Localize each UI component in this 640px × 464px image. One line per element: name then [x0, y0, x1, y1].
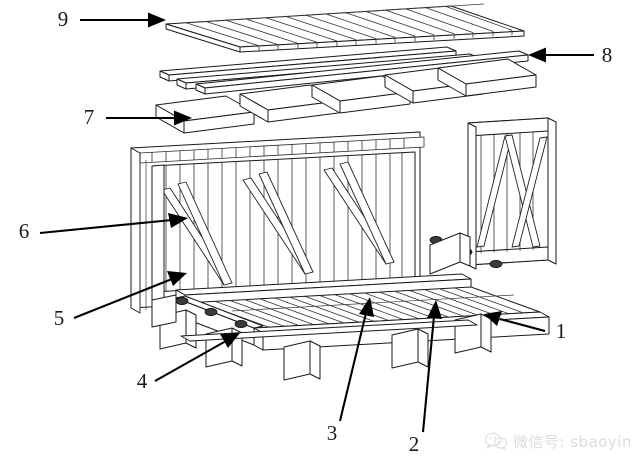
callout-label-9: 9	[58, 7, 69, 31]
part-top-cross-beam-group	[155, 58, 537, 134]
callout-leader-group	[39, 12, 594, 433]
part-bolt-fastener	[234, 320, 248, 328]
part-end-panel-diagonal-brace	[476, 134, 548, 248]
part-bolt-fastener-group	[175, 297, 248, 328]
callout-leader-8	[528, 47, 594, 63]
callout-label-7: 7	[84, 105, 95, 129]
part-bolt-fastener	[175, 297, 189, 305]
callout-leader-1	[484, 311, 546, 333]
callout-label-6: 6	[19, 219, 30, 243]
callout-label-5: 5	[54, 306, 65, 330]
callout-leader-3	[338, 297, 374, 422]
part-side-panel-diagonal-brace	[161, 161, 395, 286]
part-top-long-rail-group	[159, 46, 529, 95]
callout-leader-9	[80, 12, 166, 28]
callout-label-8: 8	[602, 43, 613, 67]
part-bolt-fastener	[204, 308, 218, 316]
callout-leader-6	[39, 213, 188, 235]
callout-label-4: 4	[137, 369, 148, 393]
part-pallet-foot-block	[454, 313, 492, 354]
part-pallet-foot-block	[151, 294, 177, 328]
callout-label-group: 9 8 7 6 5 4 3 2 1	[19, 7, 613, 456]
callout-label-2: 2	[409, 432, 420, 456]
part-pallet-foot-block-group	[151, 294, 492, 381]
callout-leader-5	[73, 271, 187, 319]
callout-label-1: 1	[556, 319, 567, 343]
part-top-cross-beam	[155, 95, 255, 134]
callout-leader-7	[106, 110, 192, 126]
part-top-long-rail	[195, 50, 529, 95]
part-bolt-fastener	[489, 260, 503, 268]
part-top-cross-beam	[437, 58, 537, 97]
callout-leader-2	[421, 300, 442, 433]
callout-leader-4	[154, 333, 240, 382]
part-pallet-foot-block	[283, 340, 321, 381]
part-pallet-foot-block	[391, 328, 429, 369]
part-side-panel	[130, 131, 425, 314]
part-end-panel	[467, 117, 557, 270]
part-pallet-base	[151, 232, 550, 381]
part-top-cover-panel	[165, 3, 525, 53]
callout-label-3: 3	[327, 421, 338, 445]
